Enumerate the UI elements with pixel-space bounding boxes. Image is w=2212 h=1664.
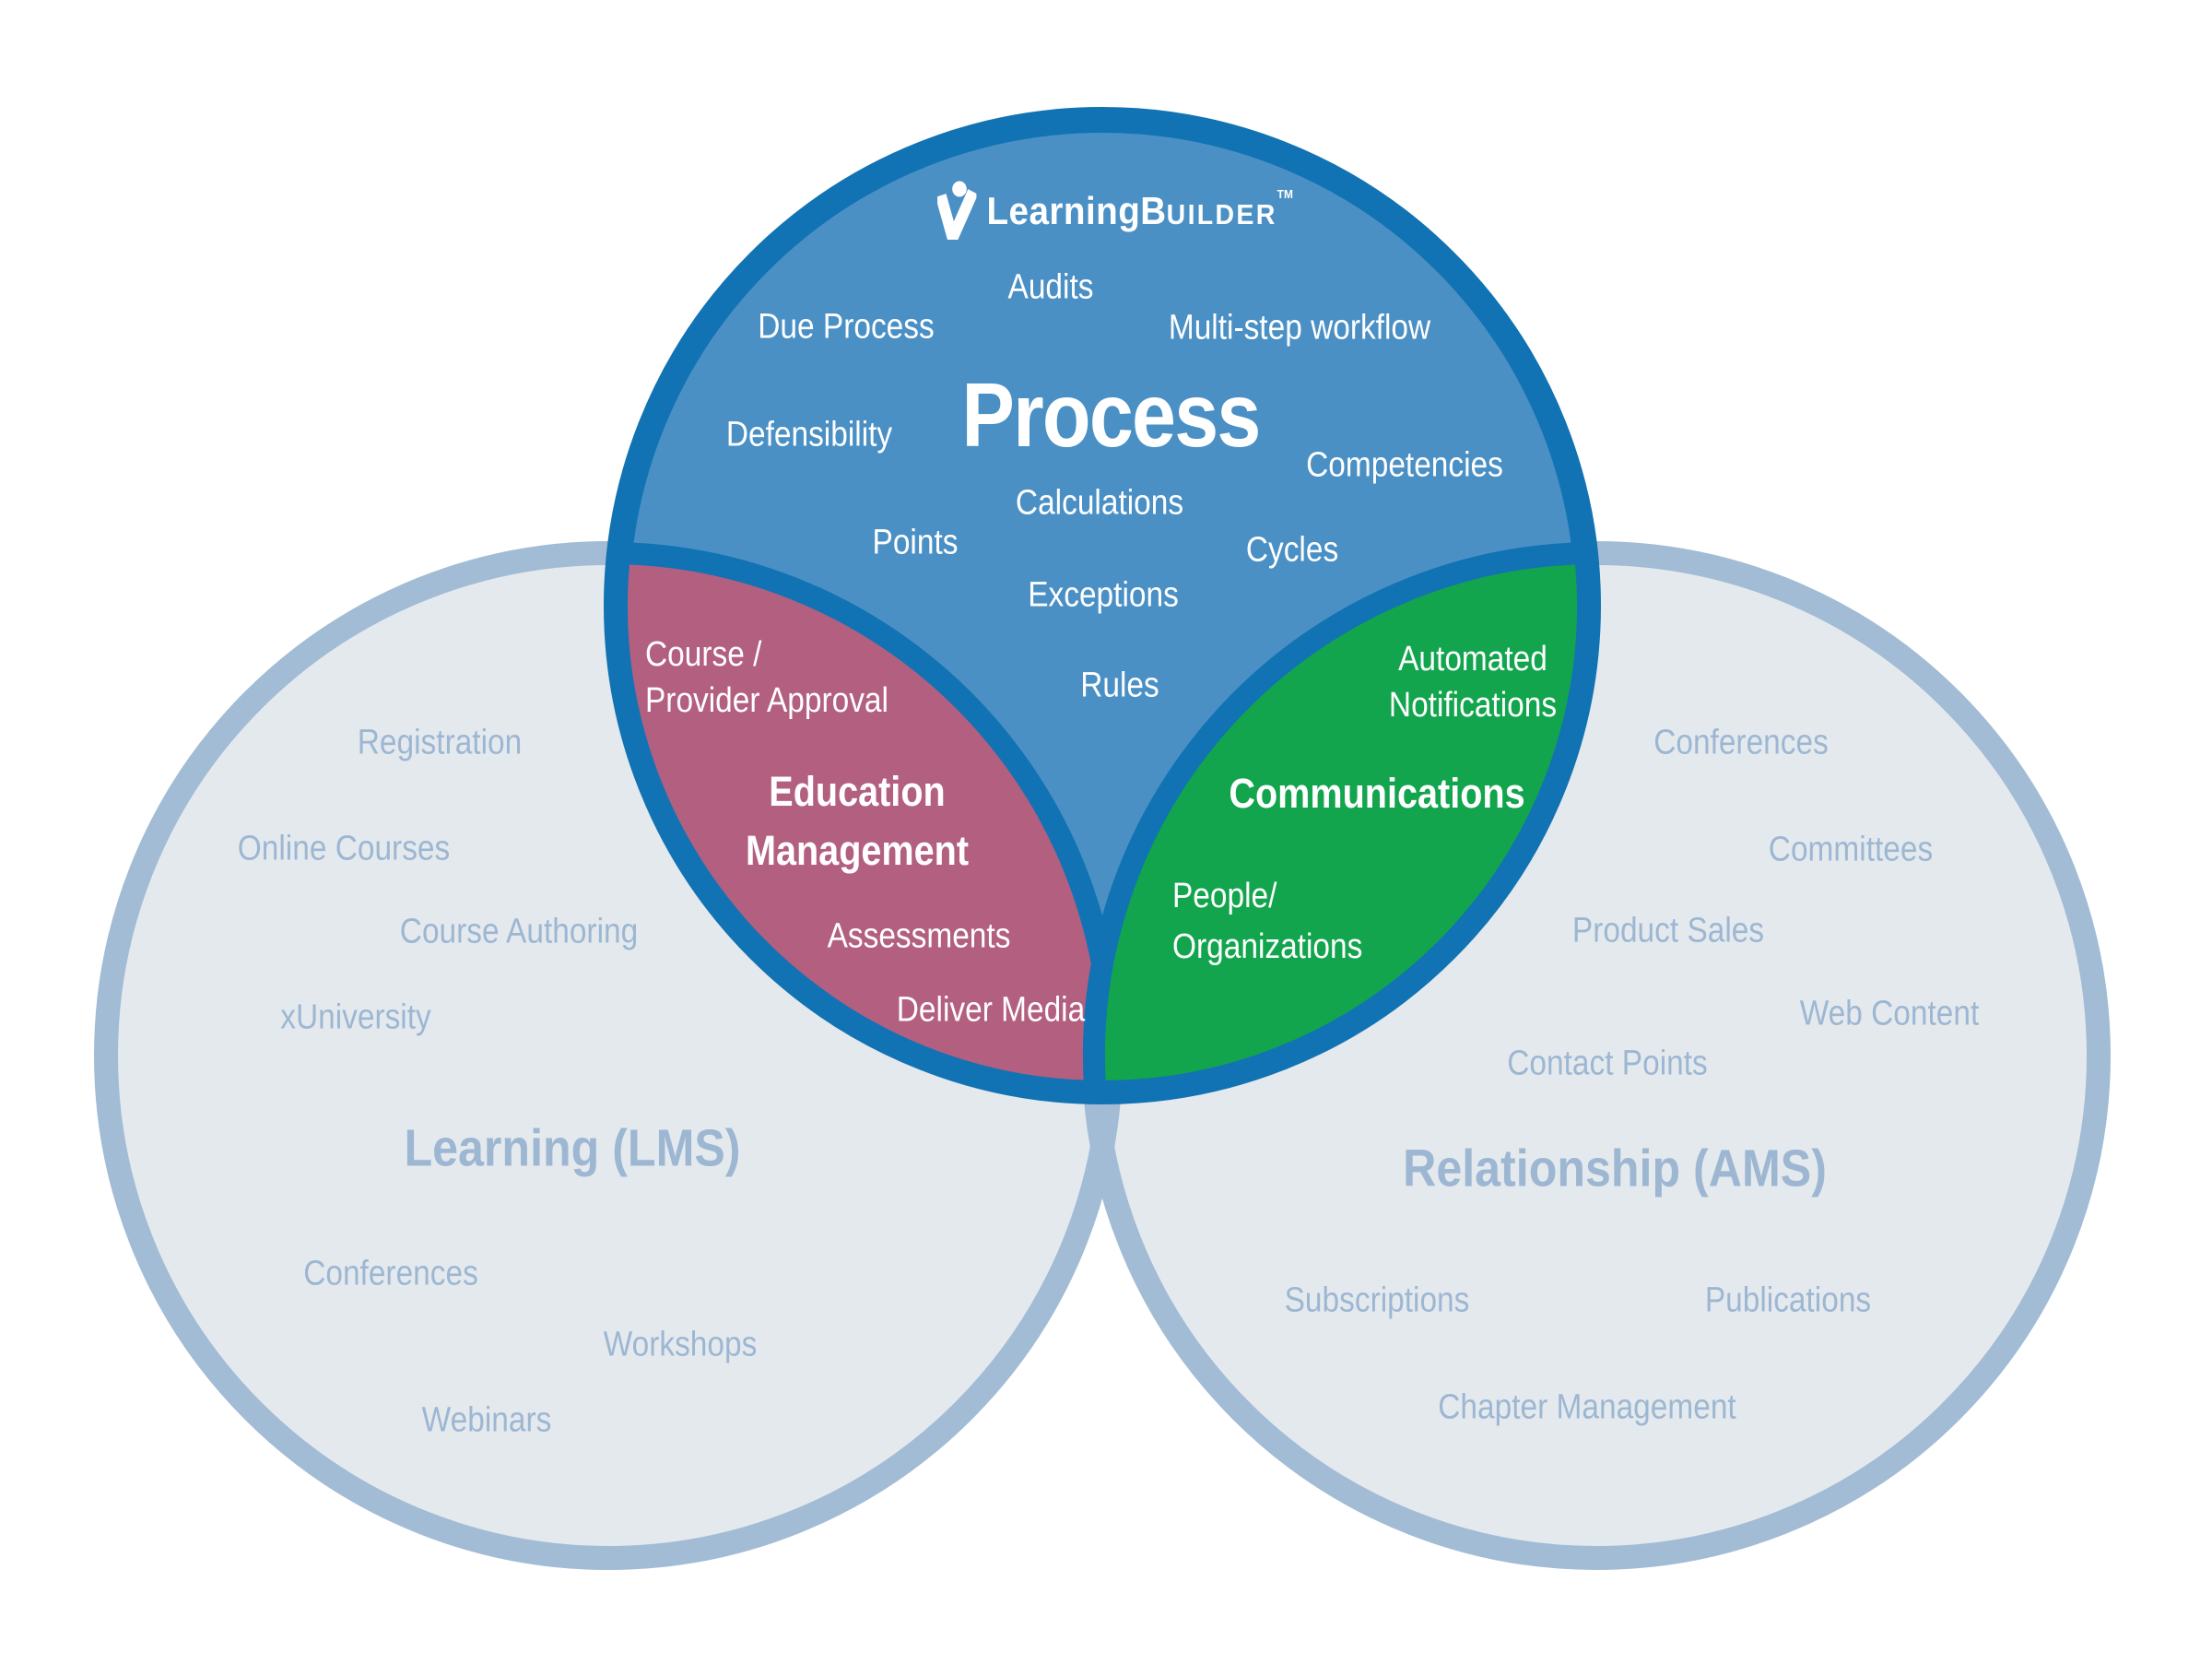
- logo-trademark: TM: [1277, 187, 1293, 201]
- term-deliver-media: Deliver Media: [896, 990, 1086, 1030]
- education-management-title: Education Management: [746, 762, 969, 880]
- term-audits: Audits: [1007, 267, 1094, 307]
- learningbuilder-logo: LearningBUILDERTM: [937, 181, 1293, 240]
- term-exceptions: Exceptions: [1028, 575, 1179, 615]
- term-conferences-lms: Conferences: [303, 1254, 478, 1293]
- term-subscriptions: Subscriptions: [1284, 1280, 1470, 1320]
- term-rules: Rules: [1080, 666, 1159, 705]
- term-conferences-ams: Conferences: [1653, 723, 1829, 762]
- term-contact-points: Contact Points: [1507, 1044, 1708, 1083]
- management-title-line: Management: [745, 827, 970, 874]
- education-title-line: Education: [769, 768, 946, 815]
- term-defensibility: Defensibility: [725, 415, 893, 454]
- logo-b: B: [1140, 189, 1167, 232]
- term-people-line: People/: [1172, 877, 1277, 915]
- term-product-sales: Product Sales: [1571, 911, 1765, 950]
- term-calculations: Calculations: [1015, 483, 1184, 523]
- term-workshops: Workshops: [603, 1325, 758, 1364]
- term-chapter-management: Chapter Management: [1438, 1387, 1736, 1427]
- logo-learning: Learning: [986, 189, 1141, 232]
- learningbuilder-person-icon: [937, 181, 977, 240]
- term-cycles: Cycles: [1245, 530, 1339, 570]
- term-provider-approval-line: Provider Approval: [645, 681, 888, 720]
- term-course-provider-approval: Course / Provider Approval: [645, 631, 888, 724]
- term-course-line: Course /: [645, 635, 762, 674]
- term-people-organizations: People/ Organizations: [1172, 871, 1362, 973]
- term-committees: Committees: [1768, 830, 1934, 869]
- communications-region: [1082, 541, 1599, 1103]
- term-registration: Registration: [357, 723, 523, 762]
- term-web-content: Web Content: [1799, 994, 1980, 1033]
- term-organizations-line: Organizations: [1172, 927, 1363, 966]
- relationship-ams-title: Relationship (AMS): [1403, 1139, 1827, 1198]
- term-due-process: Due Process: [758, 307, 935, 347]
- term-notifications-line: Notifications: [1388, 686, 1558, 725]
- term-automated-line: Automated: [1398, 640, 1547, 679]
- learning-lms-title: Learning (LMS): [404, 1118, 741, 1178]
- term-competencies: Competencies: [1306, 445, 1503, 485]
- term-assessments: Assessments: [827, 916, 1011, 956]
- term-automated-notifications: Automated Notifications: [1389, 636, 1557, 728]
- communications-title: Communications: [1229, 769, 1525, 817]
- term-points: Points: [872, 523, 959, 562]
- term-multi-step-workflow: Multi-step workflow: [1168, 308, 1431, 348]
- logo-uilder: UILDER: [1166, 198, 1277, 230]
- term-course-authoring: Course Authoring: [399, 912, 639, 951]
- term-publications: Publications: [1704, 1280, 1872, 1320]
- learningbuilder-logo-text: LearningBUILDERTM: [986, 187, 1292, 233]
- term-xuniversity: xUniversity: [280, 997, 431, 1037]
- process-title: Process: [961, 363, 1261, 466]
- term-online-courses: Online Courses: [237, 829, 451, 868]
- term-webinars: Webinars: [421, 1400, 552, 1440]
